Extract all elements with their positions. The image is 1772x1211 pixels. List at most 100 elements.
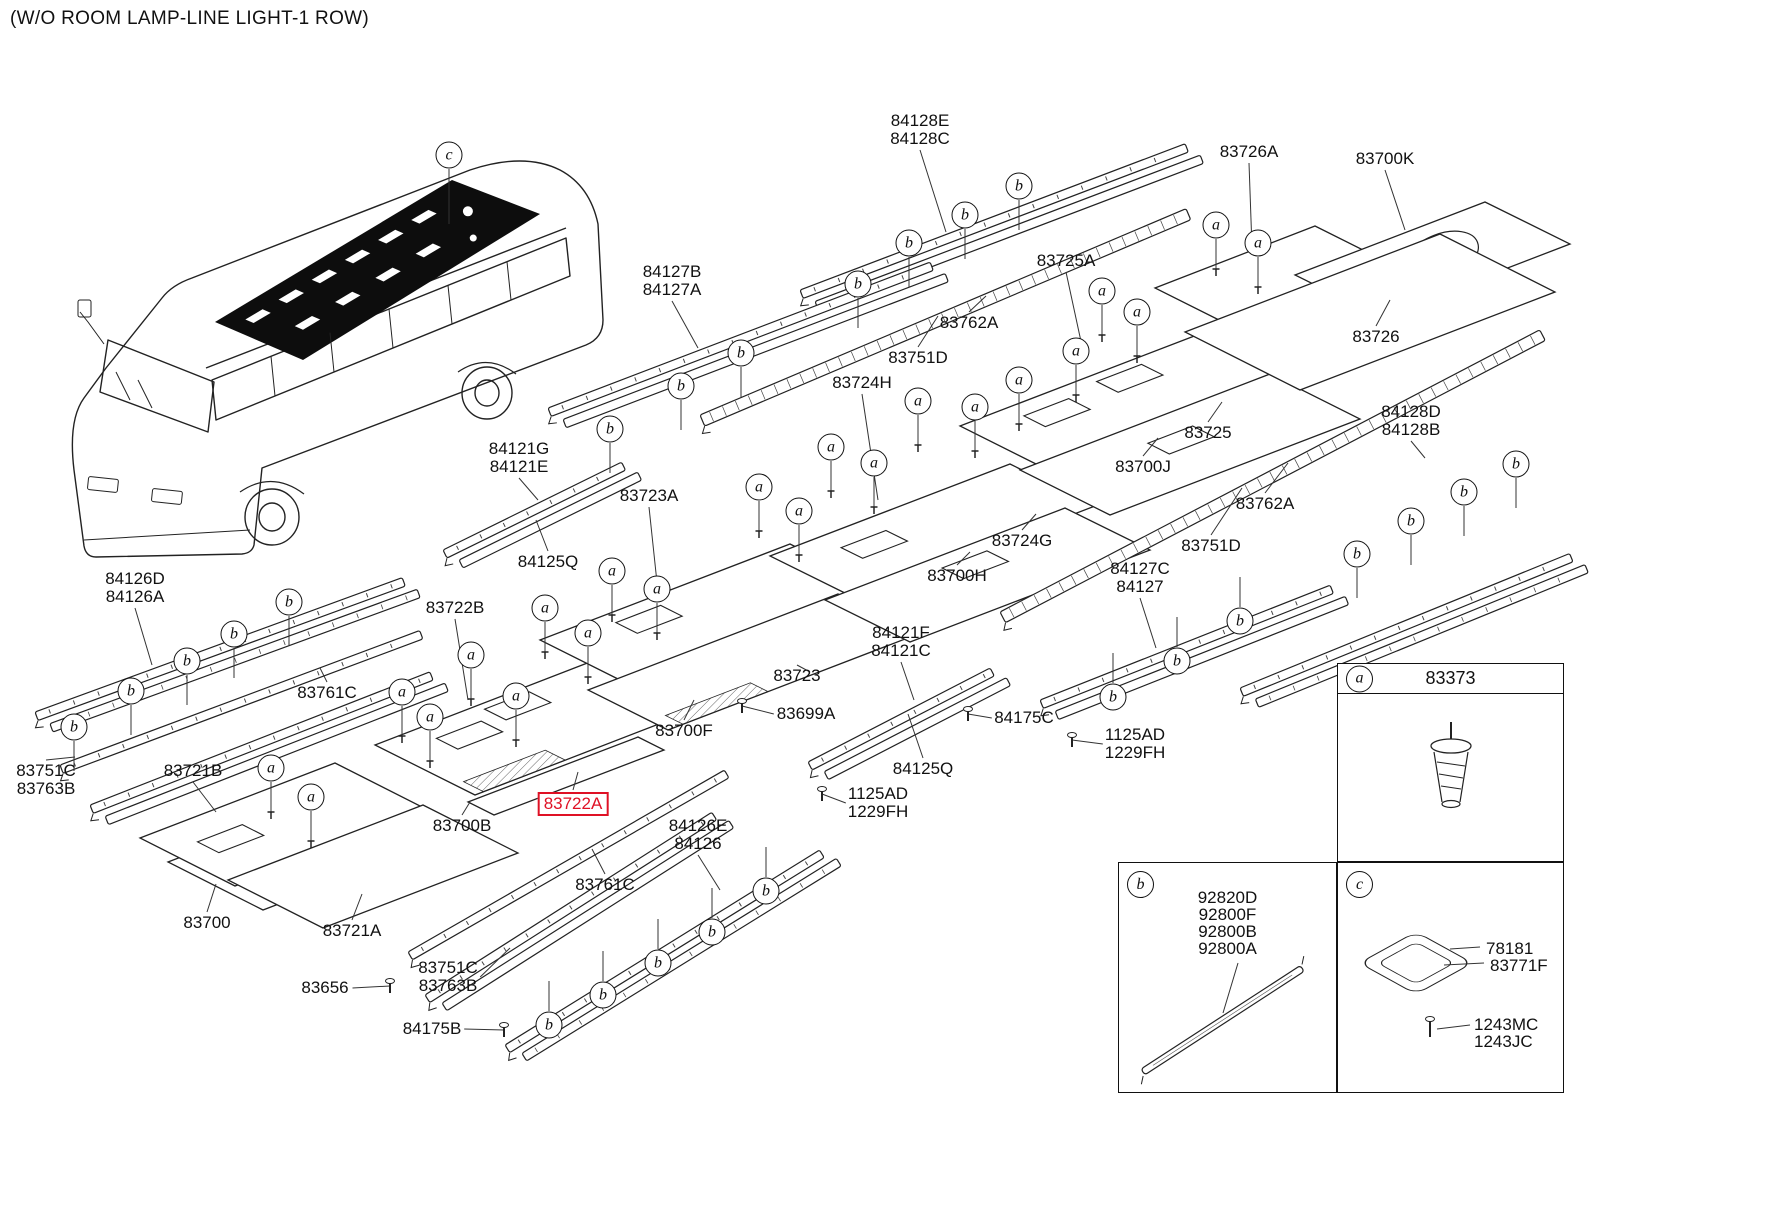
part-label-83700B[interactable]: 83700B	[432, 816, 492, 835]
part-label-83721B[interactable]: 83721B	[163, 761, 223, 780]
part-label-83761C[interactable]: 83761C	[297, 683, 357, 702]
legend-c-part: 83771F	[1490, 956, 1548, 975]
part-label-1125AD[interactable]: 1125AD 1229FH	[1104, 725, 1166, 762]
callout-b: b	[1163, 647, 1191, 675]
bus-illustration	[71, 160, 604, 558]
part-label-83699A[interactable]: 83699A	[776, 704, 836, 723]
part-label-83722B[interactable]: 83722B	[425, 598, 485, 617]
part-label-83700[interactable]: 83700	[183, 913, 231, 932]
part-label-83751D[interactable]: 83751D	[1181, 536, 1241, 555]
callout-b: b	[1397, 507, 1425, 535]
legend-box-sunroof-garnish: c 78181 83771F 1243MC 1243JC	[1337, 862, 1564, 1093]
part-label-84127C[interactable]: 84127C 84127	[1110, 559, 1170, 596]
callout-b: b	[1343, 540, 1371, 568]
part-label-84128D[interactable]: 84128D 84128B	[1381, 402, 1441, 439]
legend-b-part: 92820D	[1197, 888, 1258, 907]
callout-b: b	[589, 981, 617, 1009]
callout-b: b	[1005, 172, 1033, 200]
callout-a-icon: a	[1346, 665, 1373, 692]
part-label-83656[interactable]: 83656	[301, 978, 349, 997]
part-label-84125Q[interactable]: 84125Q	[517, 552, 579, 571]
part-label-84128E[interactable]: 84128E 84128C	[890, 111, 950, 148]
clip-fastener-icon	[1430, 722, 1472, 809]
callout-a: a	[904, 387, 932, 415]
part-label-83725A[interactable]: 83725A	[1036, 251, 1096, 270]
part-label-84127B[interactable]: 84127B 84127A	[642, 262, 702, 299]
legend-c-part: 1243MC	[1474, 1015, 1539, 1034]
callout-b: b	[752, 877, 780, 905]
callout-b: b	[1099, 683, 1127, 711]
part-label-84121F[interactable]: 84121F 84121C	[871, 623, 931, 660]
part-label-83700K[interactable]: 83700K	[1355, 149, 1415, 168]
part-label-83762A[interactable]: 83762A	[1235, 494, 1295, 513]
part-label-84126D[interactable]: 84126D 84126A	[105, 569, 165, 606]
callout-b: b	[644, 949, 672, 977]
callout-a: a	[598, 557, 626, 585]
callout-a: a	[297, 783, 325, 811]
callout-a: a	[502, 682, 530, 710]
callout-a: a	[257, 754, 285, 782]
callout-b: b	[596, 415, 624, 443]
callout-b: b	[173, 647, 201, 675]
callout-a: a	[1005, 366, 1033, 394]
callout-b: b	[667, 372, 695, 400]
callout-a: a	[457, 641, 485, 669]
part-label-83761C[interactable]: 83761C	[575, 875, 635, 894]
part-label-83724H[interactable]: 83724H	[832, 373, 892, 392]
part-label-83700J[interactable]: 83700J	[1115, 457, 1171, 476]
part-label-84126E[interactable]: 84126E 84126	[668, 816, 728, 853]
callout-c: c	[435, 141, 463, 169]
part-label-1125AD[interactable]: 1125AD 1229FH	[847, 784, 909, 821]
part-label-83762A[interactable]: 83762A	[939, 313, 999, 332]
callout-b: b	[951, 201, 979, 229]
part-label-83751C[interactable]: 83751C 83763B	[418, 958, 478, 995]
callout-a: a	[1123, 298, 1151, 326]
part-label-84175B[interactable]: 84175B	[402, 1019, 462, 1038]
part-label-83751C[interactable]: 83751C 83763B	[16, 761, 76, 798]
callout-a: a	[574, 619, 602, 647]
part-label-83751D[interactable]: 83751D	[888, 348, 948, 367]
callout-b: b	[727, 339, 755, 367]
part-label-83724G[interactable]: 83724G	[991, 531, 1053, 550]
callout-a: a	[643, 575, 671, 603]
legend-b-part: 92800A	[1198, 939, 1257, 958]
callout-a: a	[1202, 211, 1230, 239]
part-label-83700H[interactable]: 83700H	[927, 566, 987, 585]
callout-a: a	[1062, 337, 1090, 365]
callout-a: a	[745, 473, 773, 501]
part-label-83722A[interactable]: 83722A	[537, 792, 609, 816]
callout-c-icon: c	[1346, 871, 1373, 898]
part-label-83726[interactable]: 83726	[1352, 327, 1400, 346]
part-label-83700F[interactable]: 83700F	[655, 721, 713, 740]
callout-a: a	[1244, 229, 1272, 257]
callout-b: b	[275, 588, 303, 616]
headlining-panels	[138, 201, 1572, 929]
callout-b: b	[220, 620, 248, 648]
callout-b: b	[535, 1011, 563, 1039]
fastener-symbols	[267, 268, 1262, 1037]
callout-b: b	[844, 270, 872, 298]
callout-a: a	[817, 433, 845, 461]
legend-box-strip: b 92820D 92800F 92800B 92800A	[1118, 862, 1337, 1093]
legend-b-part-numbers: 92820D 92800F 92800B 92800A	[1119, 889, 1336, 957]
part-label-84175C[interactable]: 84175C	[994, 708, 1054, 727]
legend-b-part: 92800B	[1198, 922, 1257, 941]
part-label-84125Q[interactable]: 84125Q	[892, 759, 954, 778]
callout-a: a	[1088, 277, 1116, 305]
callout-b: b	[117, 677, 145, 705]
callout-a: a	[388, 678, 416, 706]
callout-b: b	[895, 229, 923, 257]
diagram-title: (W/O ROOM LAMP-LINE LIGHT-1 ROW)	[10, 8, 370, 29]
part-label-83723A[interactable]: 83723A	[619, 486, 679, 505]
callout-a: a	[860, 449, 888, 477]
part-label-84121G[interactable]: 84121G 84121E	[488, 439, 550, 476]
legend-a-header: a 83373	[1338, 664, 1563, 694]
part-label-83725[interactable]: 83725	[1184, 423, 1232, 442]
part-label-83721A[interactable]: 83721A	[322, 921, 382, 940]
legend-a-part-number: 83373	[1425, 668, 1476, 688]
callout-a: a	[531, 594, 559, 622]
part-label-83723[interactable]: 83723	[773, 666, 821, 685]
part-label-83726A[interactable]: 83726A	[1219, 142, 1279, 161]
